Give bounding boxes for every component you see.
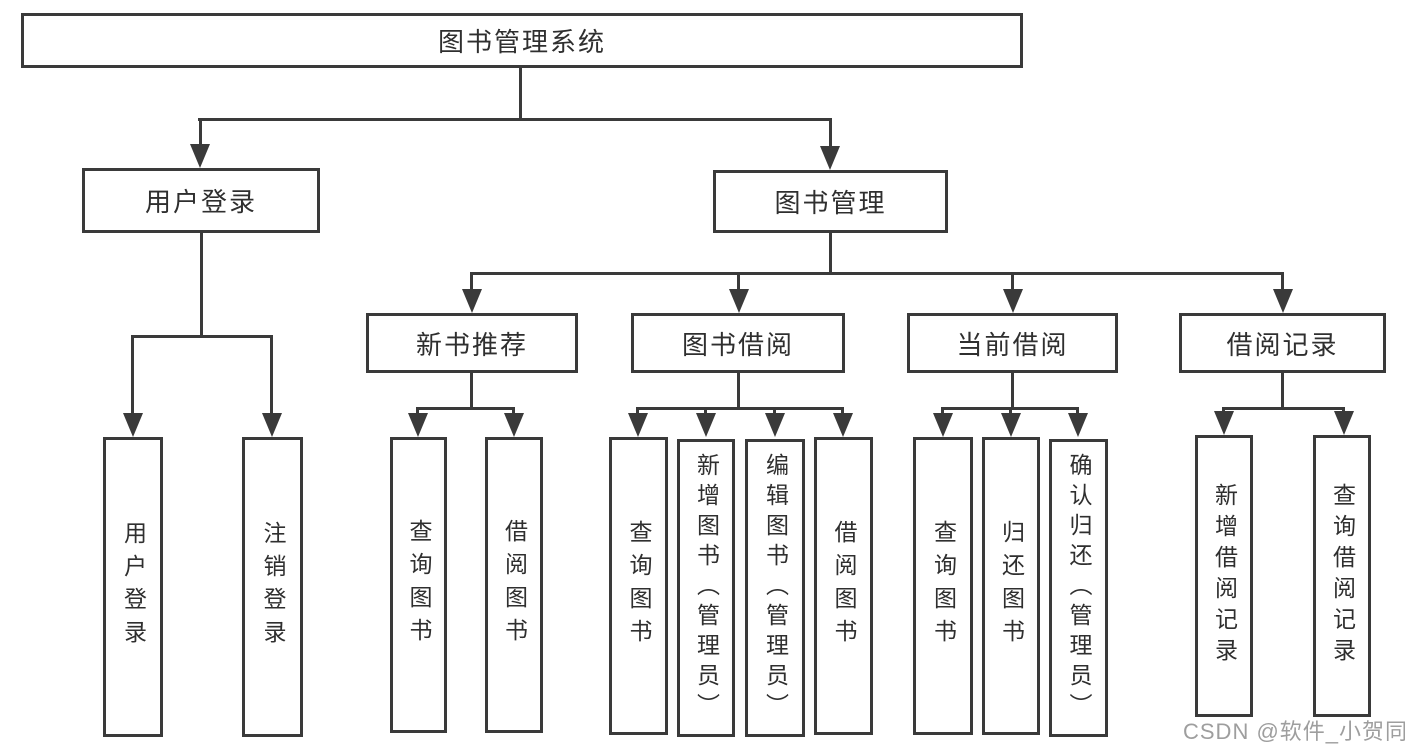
leaf-borrow-books-recommend: 借阅图书 (485, 437, 543, 733)
arrow-down-icon (820, 146, 840, 170)
arrow-down-icon (190, 144, 210, 168)
connector-book-mgmt-trunk (829, 233, 832, 274)
arrow-down-icon (408, 413, 428, 437)
leaf-label: 新增图书（管理员） (693, 453, 720, 723)
connector-book-borrow-trunk (737, 373, 740, 410)
arrow-down-icon (504, 413, 524, 437)
connector-user-login-trunk (200, 233, 203, 335)
node-label: 图书管理系统 (437, 27, 606, 57)
leaf-logout: 注销登录 (242, 437, 303, 737)
connector-root-trunk (519, 68, 522, 118)
leaf-query-borrow-record: 查询借阅记录 (1313, 435, 1371, 717)
connector-current-borrow-trunk (1011, 373, 1014, 410)
arrow-down-icon (1273, 289, 1293, 313)
connector-drop-leaf (512, 407, 515, 415)
connector-drop-leaf (941, 407, 944, 415)
leaf-borrow-books: 借阅图书 (814, 437, 873, 735)
node-borrow-records: 借阅记录 (1179, 313, 1386, 373)
node-label: 用户登录 (144, 187, 257, 217)
leaf-user-login: 用户登录 (103, 437, 163, 737)
connector-book-mgmt-branch (470, 272, 1284, 275)
connector-drop-leaf (773, 407, 776, 415)
connector-new-book-trunk (470, 373, 473, 410)
leaf-label: 查询图书 (406, 519, 432, 651)
node-user-login: 用户登录 (82, 168, 320, 233)
leaf-add-book-admin: 新增图书（管理员） (677, 439, 735, 737)
node-label: 图书借阅 (681, 329, 794, 360)
leaf-label: 查询图书 (930, 520, 957, 652)
connector-drop-borrow-records (1281, 272, 1284, 291)
leaf-return-books: 归还图书 (982, 437, 1040, 735)
node-label: 图书管理 (774, 188, 887, 218)
leaf-confirm-return-admin: 确认归还（管理员） (1049, 439, 1108, 737)
arrow-down-icon (1001, 413, 1021, 437)
node-library-management-system: 图书管理系统 (21, 13, 1023, 68)
connector-borrow-records-trunk (1281, 373, 1284, 410)
leaf-edit-book-admin: 编辑图书（管理员） (745, 439, 805, 737)
connector-borrow-records-branch (1222, 407, 1344, 410)
watermark-text: CSDN @软件_小贺同学 (1183, 719, 1405, 744)
arrow-down-icon (933, 413, 953, 437)
arrow-down-icon (765, 413, 785, 437)
connector-book-borrow-branch (636, 407, 844, 410)
leaf-label: 查询借阅记录 (1329, 483, 1356, 669)
leaf-query-books-borrow: 查询图书 (609, 437, 668, 735)
connector-user-login-branch (131, 335, 273, 338)
leaf-label: 编辑图书（管理员） (762, 453, 789, 723)
leaf-label: 借阅图书 (831, 520, 857, 652)
node-label: 当前借阅 (956, 329, 1069, 360)
leaf-query-books-recommend: 查询图书 (390, 437, 447, 733)
arrow-down-icon (462, 289, 482, 313)
arrow-down-icon (628, 413, 648, 437)
leaf-query-books-current: 查询图书 (913, 437, 973, 735)
connector-drop-leaf (270, 335, 273, 415)
connector-drop-leaf (1076, 407, 1079, 415)
leaf-label: 借阅图书 (501, 519, 528, 651)
connector-drop-user-login (199, 118, 202, 146)
node-current-borrow: 当前借阅 (907, 313, 1118, 373)
arrow-down-icon (729, 289, 749, 313)
connector-root-branch (198, 118, 831, 121)
arrow-down-icon (833, 413, 853, 437)
leaf-add-borrow-record: 新增借阅记录 (1195, 435, 1253, 717)
connector-drop-new-book (470, 272, 473, 291)
node-new-book-recommend: 新书推荐 (366, 313, 578, 373)
connector-drop-book-borrow (737, 272, 740, 291)
leaf-label: 确认归还（管理员） (1066, 453, 1092, 723)
connector-drop-leaf (636, 407, 639, 415)
arrow-down-icon (1068, 413, 1088, 437)
node-book-management: 图书管理 (713, 170, 948, 233)
leaf-label: 注销登录 (260, 521, 286, 653)
connector-drop-current-borrow (1011, 272, 1014, 291)
arrow-down-icon (1214, 411, 1234, 435)
leaf-label: 查询图书 (626, 520, 652, 652)
node-label: 借阅记录 (1226, 329, 1339, 360)
arrow-down-icon (262, 413, 282, 437)
arrow-down-icon (1003, 289, 1023, 313)
connector-drop-leaf (704, 407, 707, 415)
leaf-label: 用户登录 (120, 521, 147, 653)
node-label: 新书推荐 (415, 329, 528, 360)
arrow-down-icon (123, 413, 143, 437)
connector-new-book-branch (416, 407, 515, 410)
connector-drop-leaf (416, 407, 419, 415)
connector-drop-leaf (841, 407, 844, 415)
arrow-down-icon (1334, 411, 1354, 435)
connector-drop-leaf (131, 335, 134, 415)
connector-drop-book-management (829, 118, 832, 148)
arrow-down-icon (696, 413, 716, 437)
connector-drop-leaf (1009, 407, 1012, 415)
leaf-label: 新增借阅记录 (1211, 483, 1238, 669)
node-book-borrow: 图书借阅 (631, 313, 845, 373)
leaf-label: 归还图书 (998, 520, 1025, 652)
